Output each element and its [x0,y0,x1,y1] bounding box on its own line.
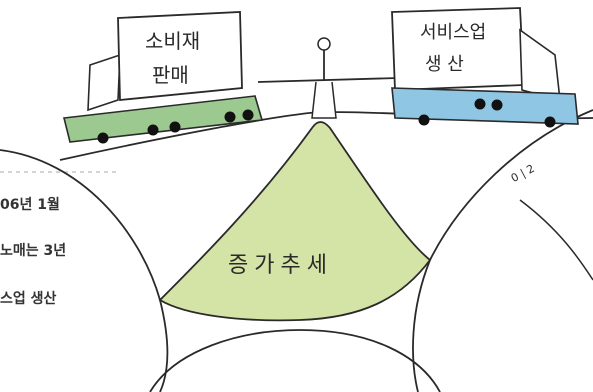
left-sign-line2: 판매 [152,63,189,87]
right-hill [412,109,593,392]
right-sign-line2: 생 산 [425,54,464,75]
growth-field [158,121,432,322]
side-text-3: 스업 생산 [0,291,57,307]
balance-knob [317,37,331,51]
left-hill [0,149,169,392]
side-text-2: 노매는 3년 [0,243,67,259]
left-sign-line1: 소비재 [145,29,200,53]
axis-text: 0 | 2 [509,162,537,185]
right-sign-line1: 서비스업 [420,22,486,43]
left-truck [63,11,264,144]
growth-label: 증가추세 [228,253,333,278]
right-truck [391,7,579,128]
balance-base [311,81,337,119]
balance-beam [257,77,399,83]
bottom-hill [149,329,441,392]
right-lower-curve [519,199,593,281]
side-text-1: 06년 1월 [0,197,60,213]
